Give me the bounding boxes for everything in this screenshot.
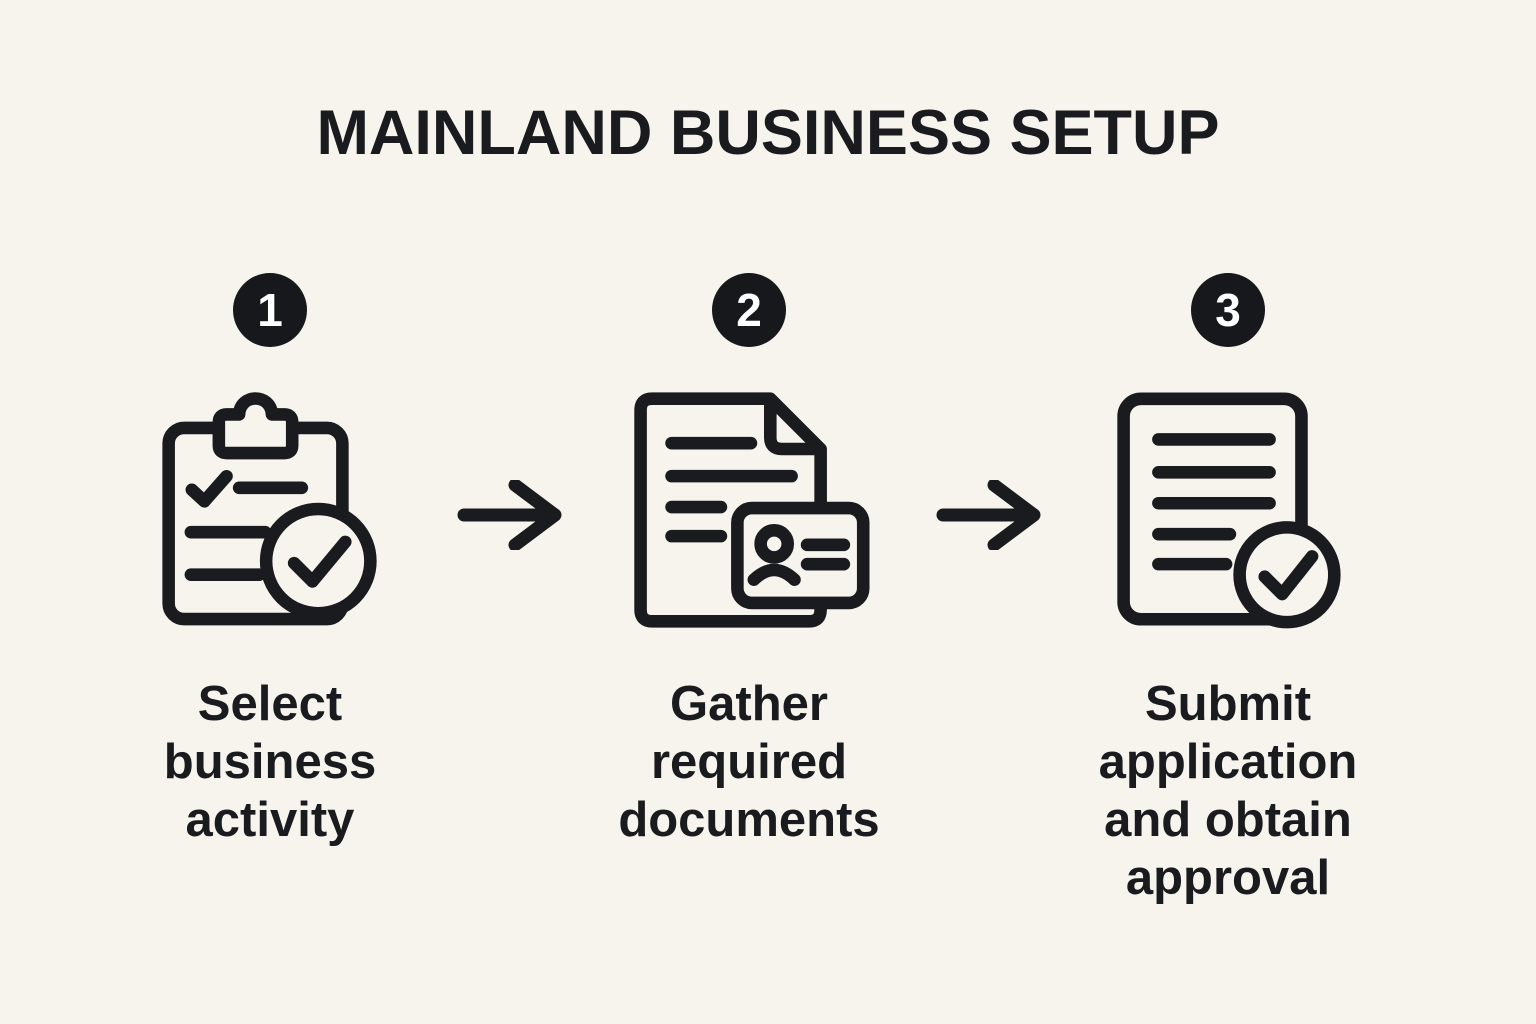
step-3-label-line: application bbox=[1098, 735, 1358, 789]
step-3: 3 Submit application and obtain ap bbox=[1058, 273, 1398, 907]
page-title: MAINLAND BUSINESS SETUP bbox=[316, 98, 1220, 168]
clipboard-checklist-icon bbox=[159, 389, 381, 631]
step-3-label-line: and obtain bbox=[1104, 793, 1352, 847]
step-3-number: 3 bbox=[1215, 284, 1241, 336]
step-3-number-badge: 3 bbox=[1191, 273, 1265, 347]
step-1-label-line: Select bbox=[197, 677, 343, 731]
arrow-right-icon bbox=[457, 480, 562, 550]
step-2-label-line: documents bbox=[618, 793, 880, 847]
flow-arrow-1 bbox=[440, 273, 579, 550]
step-1-label-line: business bbox=[163, 735, 377, 789]
step-2-label-line: Gather bbox=[670, 677, 828, 731]
step-2-label-line: required bbox=[650, 735, 848, 789]
steps-row: 1 Select business activity bbox=[0, 273, 1536, 907]
step-1: 1 Select business activity bbox=[100, 273, 440, 849]
document-id-card-icon bbox=[627, 389, 871, 631]
step-1-label: Select business activity bbox=[164, 675, 376, 849]
step-2-number-badge: 2 bbox=[712, 273, 786, 347]
flow-arrow-2 bbox=[919, 273, 1058, 550]
step-1-label-line: activity bbox=[185, 793, 355, 847]
step-2: 2 Gather required bbox=[579, 273, 919, 849]
step-3-label: Submit application and obtain approval bbox=[1099, 675, 1358, 907]
step-3-label-line: Submit bbox=[1144, 677, 1312, 731]
step-1-number: 1 bbox=[257, 284, 283, 336]
step-2-number: 2 bbox=[736, 284, 762, 336]
step-1-number-badge: 1 bbox=[233, 273, 307, 347]
step-2-label: Gather required documents bbox=[618, 675, 879, 849]
arrow-right-icon bbox=[936, 480, 1041, 550]
step-3-label-line: approval bbox=[1125, 851, 1331, 905]
document-approved-icon bbox=[1112, 389, 1344, 631]
